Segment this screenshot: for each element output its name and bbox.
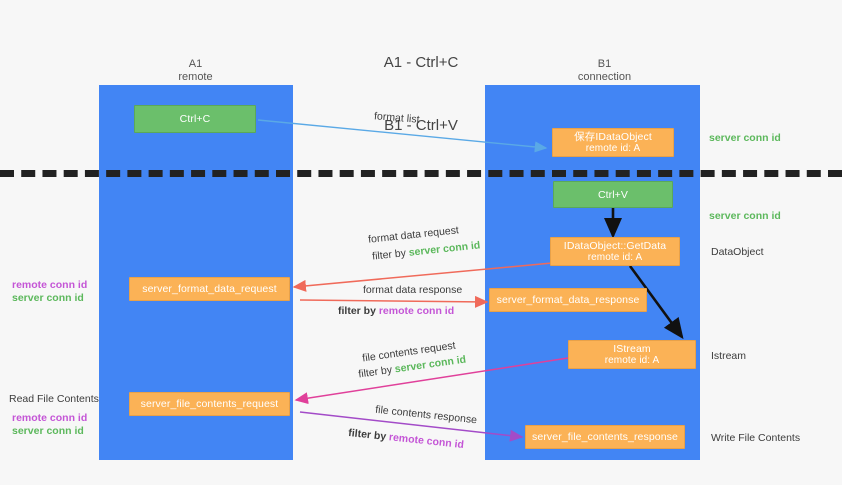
node-server-format-data-response-label: server_format_data_response [496,294,640,306]
edge-label-format-data-response: format data response [363,284,463,296]
node-getdata-line1: IDataObject::GetData [563,239,667,252]
annotation-server-conn-id-second: server conn id [709,210,781,222]
node-server-file-contents-request[interactable]: server_file_contents_request [129,392,290,416]
node-server-format-data-response[interactable]: server_format_data_response [489,288,647,312]
arrow-getdata-to-istream [628,265,684,340]
node-istream[interactable]: IStream remote id: A [568,340,696,369]
column-b1-name: B1 [597,58,612,70]
node-save-idataobject-line1: 保存IDataObject [574,130,652,143]
column-b1-role: connection [577,71,632,83]
node-server-file-contents-request-label: server_file_contents_request [140,398,279,410]
node-istream-line1: IStream [613,342,651,355]
filter-value-remote-conn-id: remote conn id [378,305,455,317]
annotation-read-file-contents: Read File Contents [9,393,99,405]
node-ctrl-v-label: Ctrl+V [597,188,629,201]
column-header-b1: B1 connection [542,58,667,84]
arrow-format-data-response [299,295,489,308]
arrow-format-data-request [292,262,553,292]
column-a1-name: A1 [188,58,203,70]
phase-divider [0,170,842,177]
annotation-remote-conn-id-1: remote conn id [12,279,88,291]
node-getdata-line2: remote id: A [587,251,643,263]
arrow-file-contents-response [299,411,524,442]
node-save-idataobject-line2: remote id: A [585,142,641,154]
node-ctrl-c[interactable]: Ctrl+C [134,105,256,133]
node-server-file-contents-response-label: server_file_contents_response [532,431,678,443]
annotation-dataobject: DataObject [711,246,764,258]
node-istream-line2: remote id: A [604,354,660,366]
filter-prefix: filter by [371,246,410,263]
page-title: A1 - Ctrl+C B1 - Ctrl+V [0,10,842,178]
title-line-1: A1 - Ctrl+C [383,54,459,71]
node-ctrl-v[interactable]: Ctrl+V [553,181,673,208]
node-server-format-data-request-label: server_format_data_request [142,283,277,295]
annotation-remote-conn-id-2: remote conn id [12,412,88,424]
filter-prefix: filter by [338,305,379,317]
annotation-istream: Istream [711,350,747,362]
edge-label-format-data-response-filter: filter by remote conn id [338,305,454,318]
annotation-server-conn-id-2: server conn id [12,425,84,437]
column-a1-role: remote [178,71,213,83]
annotation-server-conn-id-1: server conn id [12,292,84,304]
node-save-idataobject[interactable]: 保存IDataObject remote id: A [552,128,674,157]
annotation-write-file-contents: Write File Contents [711,432,801,444]
node-idataobject-getdata[interactable]: IDataObject::GetData remote id: A [550,237,680,266]
node-ctrl-c-label: Ctrl+C [179,113,211,125]
arrow-format-list [257,119,548,153]
title-line-2: B1 - Ctrl+V [384,117,458,134]
column-header-a1: A1 remote [138,58,253,84]
annotation-server-conn-id-top: server conn id [709,132,781,144]
arrow-file-contents-request [294,357,569,405]
node-server-file-contents-response[interactable]: server_file_contents_response [525,425,685,449]
node-server-format-data-request[interactable]: server_format_data_request [129,277,290,301]
